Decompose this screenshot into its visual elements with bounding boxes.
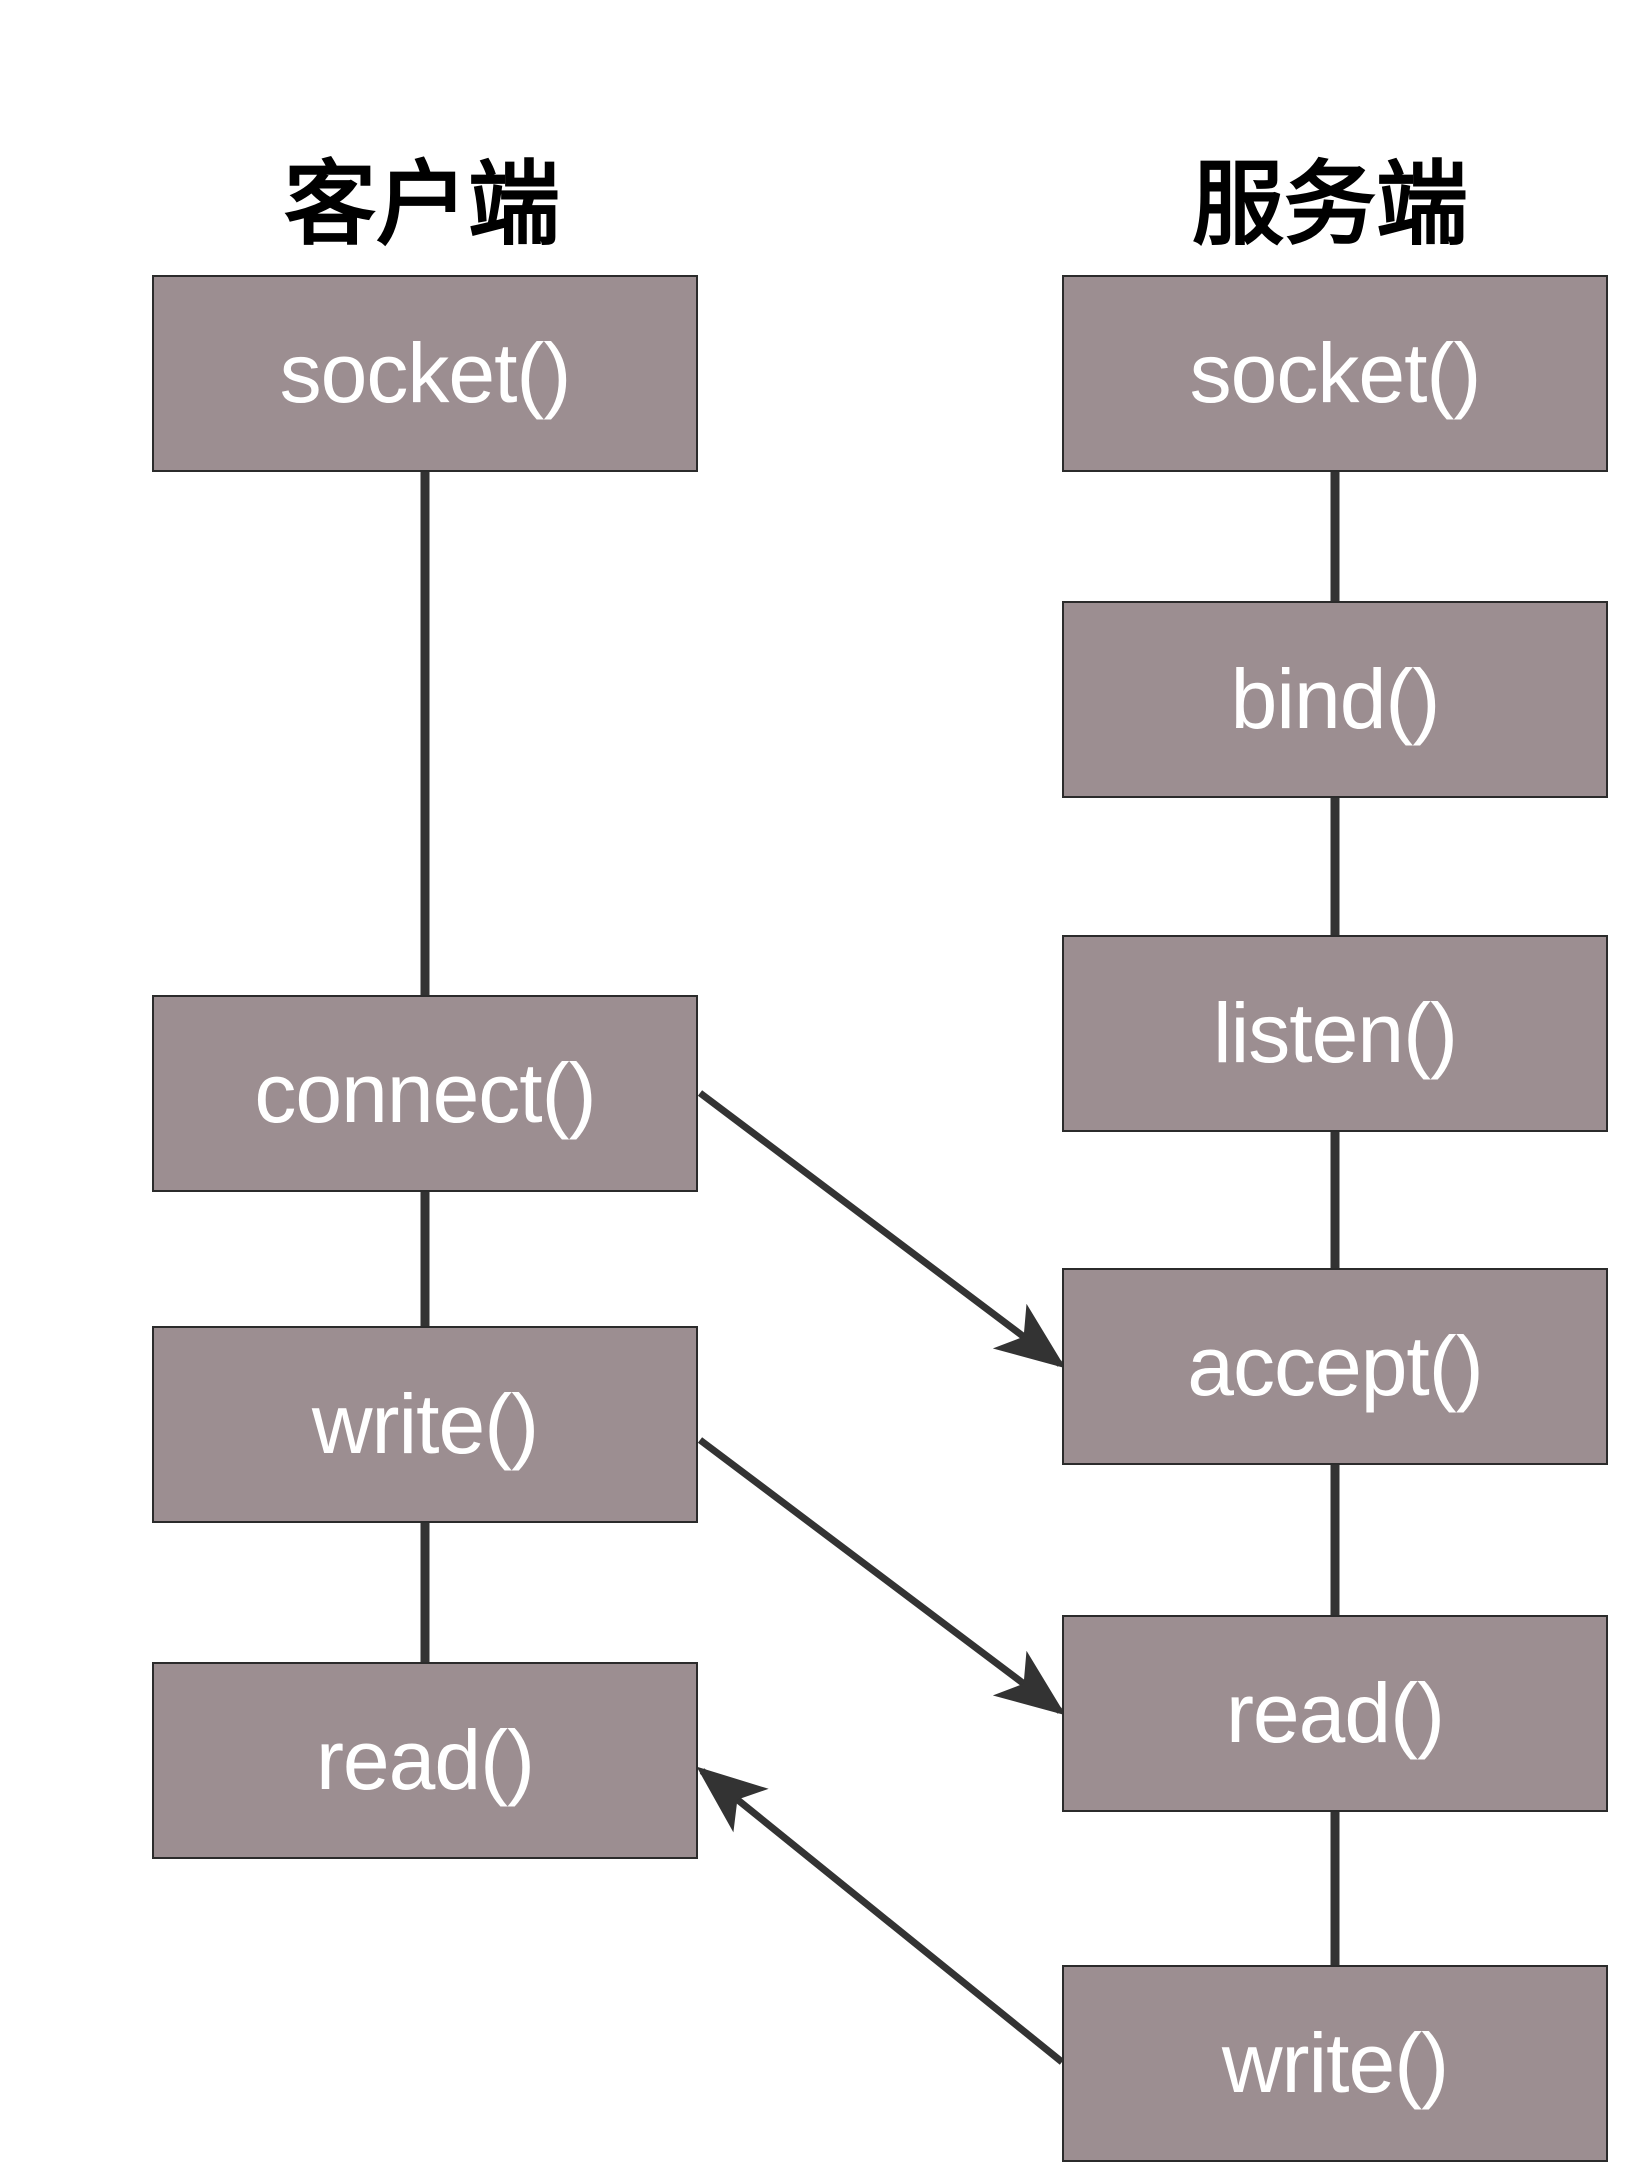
server-socket-label: socket() [1189, 326, 1482, 420]
server-bind-box: bind() [1062, 601, 1608, 798]
client-connect-label: connect() [254, 1046, 596, 1140]
server-heading: 服务端 [1191, 151, 1468, 258]
client-read-label: read() [315, 1713, 535, 1807]
server-read-box: read() [1062, 1615, 1608, 1812]
server-listen-box: listen() [1062, 935, 1608, 1132]
server-socket-box: socket() [1062, 275, 1608, 472]
client-read-box: read() [152, 1662, 698, 1859]
client-socket-box: socket() [152, 275, 698, 472]
server-accept-box: accept() [1062, 1268, 1608, 1465]
server-bind-label: bind() [1230, 652, 1441, 746]
client-connect-box: connect() [152, 995, 698, 1192]
server-write-label: write() [1221, 2016, 1449, 2110]
server-write-box: write() [1062, 1965, 1608, 2162]
server-read-label: read() [1225, 1666, 1445, 1760]
write-to-read-arrow [697, 1437, 1066, 1716]
server-accept-label: accept() [1187, 1319, 1483, 1413]
server-listen-label: listen() [1212, 986, 1458, 1080]
client-socket-label: socket() [279, 326, 572, 420]
client-write-label: write() [311, 1377, 539, 1471]
connect-to-accept-arrow [697, 1090, 1066, 1369]
client-write-box: write() [152, 1326, 698, 1523]
client-heading: 客户端 [283, 151, 560, 258]
server-write-to-client-read-arrow [696, 1766, 1065, 2065]
